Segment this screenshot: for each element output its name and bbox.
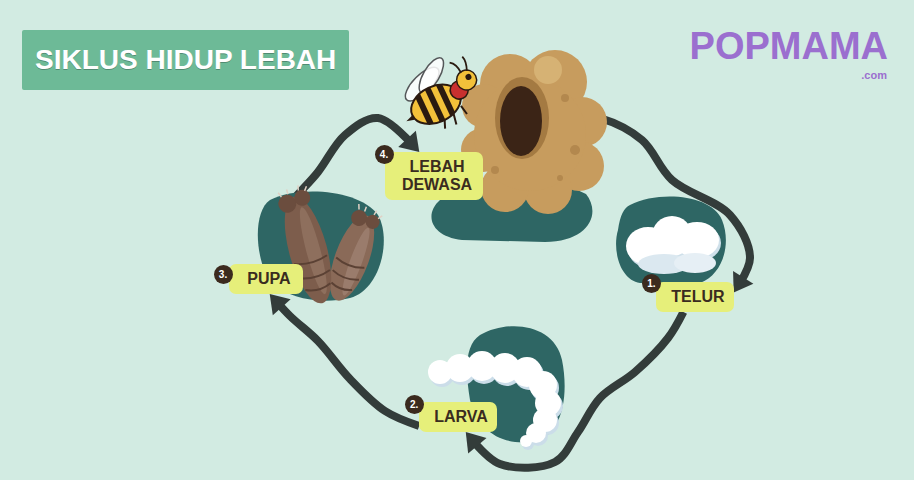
larva-illustration-part (428, 351, 561, 447)
brand-logo: POPMAMA (690, 27, 888, 65)
pupa-illustration-part-part (338, 226, 374, 298)
stage-name: TELUR (671, 288, 724, 306)
pupa-illustration-part-part (292, 188, 312, 208)
arrow-head (398, 131, 419, 152)
egg-illustration-part (616, 197, 726, 283)
stage-label: 2.LARVA (419, 402, 497, 432)
pupa-illustration-part-part (327, 258, 365, 294)
flow-arrow (270, 294, 419, 426)
honey-bee (386, 42, 491, 143)
pupa-illustration-part-part (278, 183, 308, 197)
callout-number: 4. (375, 145, 394, 164)
beehive-part (495, 77, 549, 159)
arrow-head (466, 432, 487, 453)
beehive-part (561, 94, 569, 102)
beehive-part (491, 166, 499, 174)
pupa-illustration-part-part (349, 208, 370, 229)
beehive-part (534, 56, 562, 84)
beehive-part (557, 175, 563, 181)
egg-illustration-part (675, 222, 719, 258)
larva-illustration-part-part (520, 435, 532, 447)
arrow-head (270, 294, 291, 315)
callout-number: 2. (405, 395, 424, 414)
brand-suffix: .com (861, 70, 887, 81)
title-banner: SIKLUS HIDUP LEBAH (22, 30, 349, 90)
honey-bee-part (464, 73, 472, 81)
beehive-part (474, 79, 586, 191)
egg-illustration-part (674, 253, 716, 273)
stage-label: 1.TELUR (656, 282, 733, 312)
arrow-shaft (270, 294, 419, 426)
honey-bee-part (405, 115, 414, 123)
stage-name: PUPA (244, 270, 294, 288)
pupa-illustration-part-part (364, 213, 382, 231)
pupa-illustration-part (321, 202, 386, 306)
stage-name: LARVA (434, 408, 488, 426)
flow-arrow (466, 312, 684, 468)
callout-number: 1. (642, 274, 661, 293)
stage-label: 4.LEBAH DEWASA (385, 152, 483, 200)
arrow-head (733, 271, 753, 293)
callout-number: 3. (214, 265, 233, 284)
stage-label: 3.PUPA (229, 264, 303, 294)
beehive-part (500, 86, 542, 156)
beehive-part (570, 145, 580, 155)
arrow-shaft (466, 312, 684, 468)
pupa-illustration-part-part (356, 204, 383, 219)
honey-bee-part (450, 56, 470, 76)
diagram-title: SIKLUS HIDUP LEBAH (35, 43, 336, 77)
pupa-illustration-part-part (321, 210, 384, 306)
stage-name: LEBAH DEWASA (400, 158, 474, 194)
egg-illustration (616, 197, 726, 283)
